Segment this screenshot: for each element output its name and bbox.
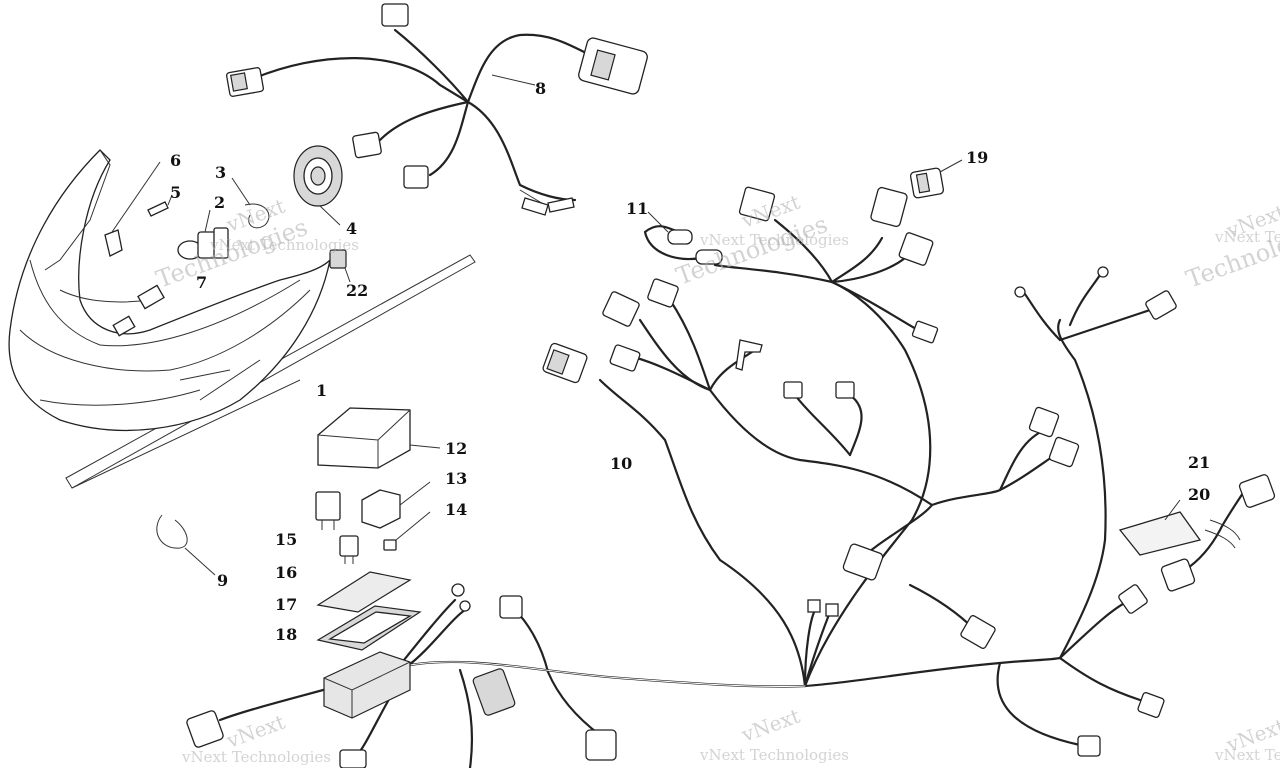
watermark-text: vNext Technologies — [209, 236, 359, 254]
fuse-block — [323, 651, 411, 719]
cable-tie — [156, 514, 216, 576]
bulb-socket-assembly — [643, 211, 723, 265]
relay-large — [361, 481, 431, 529]
connector-plug — [909, 159, 963, 199]
callout-8: 8 — [535, 79, 546, 98]
mini-fuse — [383, 511, 431, 551]
watermark-text: vNext Technologies — [1214, 746, 1280, 764]
relay-medium — [315, 491, 341, 530]
callout-10: 10 — [610, 454, 632, 473]
label-sticker — [316, 571, 412, 613]
callout-5: 5 — [170, 183, 181, 202]
callout-13: 13 — [445, 469, 467, 488]
watermark-text: vNext Technologies — [699, 746, 849, 764]
callout-3: 3 — [215, 163, 226, 182]
callout-17: 17 — [275, 595, 297, 614]
watermark-text: vNext Technologies — [181, 748, 331, 766]
callout-9: 9 — [217, 571, 228, 590]
callout-21: 21 — [1188, 453, 1210, 472]
callout-19: 19 — [966, 148, 988, 167]
callout-20: 20 — [1188, 485, 1210, 504]
callout-2: 2 — [214, 193, 225, 212]
rubber-boot — [293, 145, 343, 226]
headlight-bulb — [177, 209, 229, 260]
instruction-sheet — [1118, 499, 1202, 556]
fuse-box-gasket — [316, 605, 422, 651]
extension-harness — [1160, 474, 1276, 592]
callout-12: 12 — [445, 439, 467, 458]
socket-connector — [329, 249, 351, 283]
callout-7: 7 — [196, 273, 207, 292]
callout-11: 11 — [626, 199, 648, 218]
watermark-text: vNext Technologies — [699, 231, 849, 249]
relay-small — [339, 535, 359, 564]
callout-4: 4 — [346, 219, 357, 238]
callout-1: 1 — [316, 381, 327, 400]
callout-14: 14 — [445, 500, 467, 519]
watermark-text: vNext Technologies — [1214, 228, 1280, 246]
main-harness — [186, 186, 1177, 768]
upper-harness — [225, 3, 648, 216]
fuse-box-cover — [317, 407, 441, 469]
headlight-assembly — [8, 149, 476, 489]
callout-15: 15 — [275, 530, 297, 549]
mounting-bracket — [104, 161, 161, 257]
callout-22: 22 — [346, 281, 368, 300]
watermark-brand: vNext — [738, 704, 803, 747]
screw — [147, 194, 173, 217]
callout-16: 16 — [275, 563, 297, 582]
bulb-retaining-clip — [231, 177, 270, 229]
callout-6: 6 — [170, 151, 181, 170]
callout-18: 18 — [275, 625, 297, 644]
callout-labels: 1 2 3 4 5 6 7 8 9 10 11 12 13 14 15 16 1… — [170, 79, 1210, 644]
